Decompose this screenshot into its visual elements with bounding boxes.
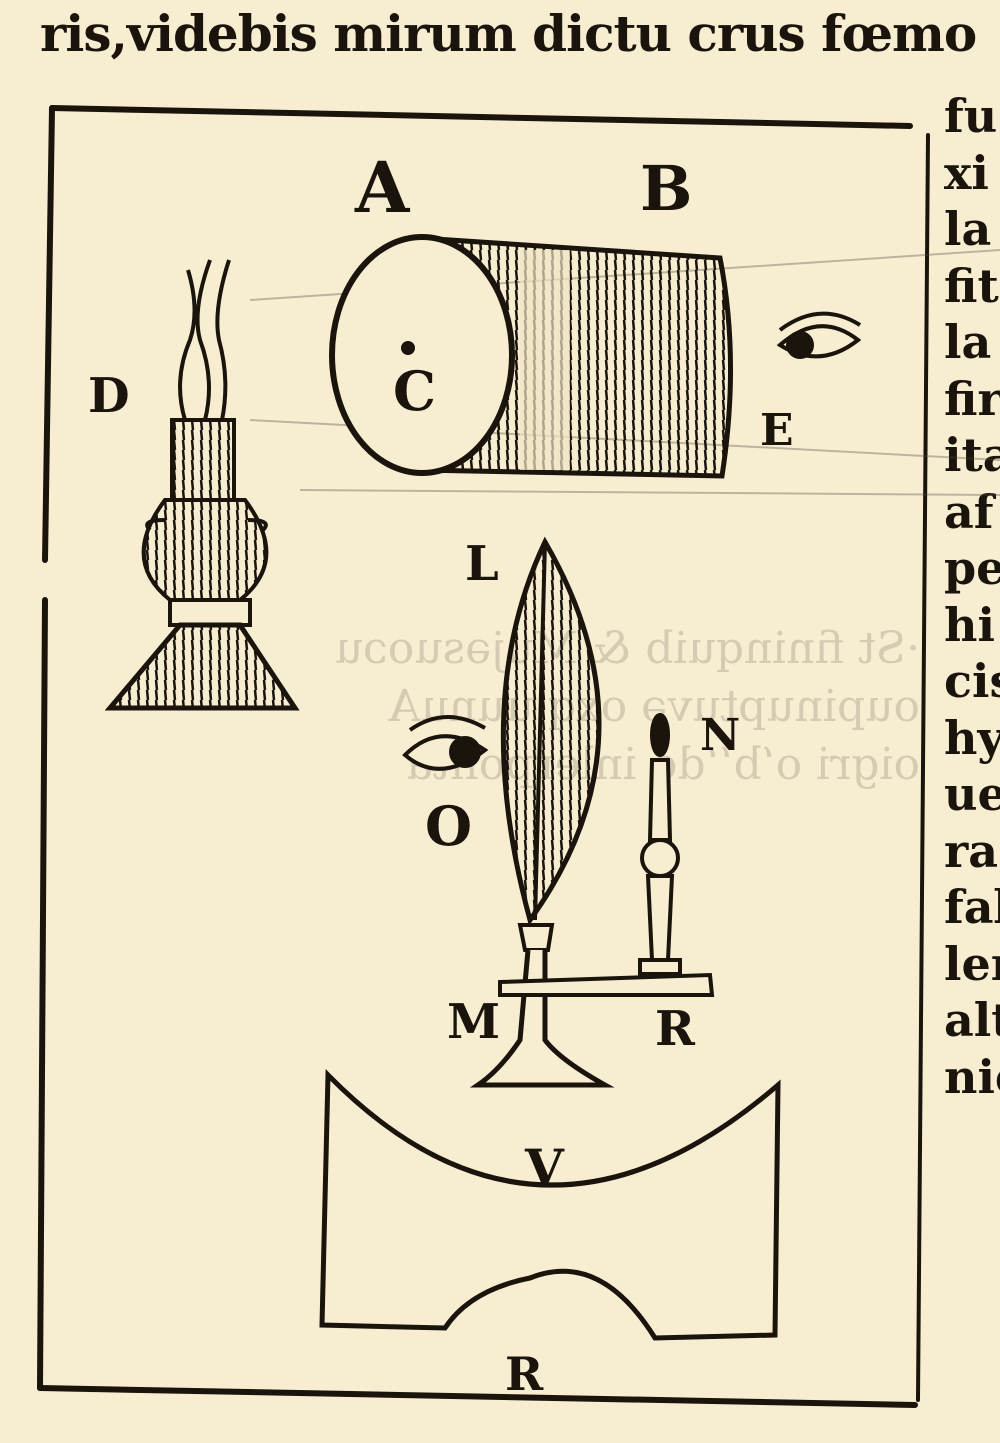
- text-fragment: ra: [944, 823, 999, 878]
- label-c: C: [393, 359, 436, 423]
- label-m: M: [447, 994, 500, 1050]
- text-fragment: fir: [944, 371, 1000, 426]
- biconvex-lens-on-stand: [469, 536, 715, 1088]
- label-b: B: [640, 152, 692, 225]
- text-fragment: cis: [944, 654, 1000, 708]
- text-fragment: fit: [944, 258, 999, 313]
- text-fragment: alt: [944, 993, 1000, 1047]
- label-r-bottom: R: [505, 1347, 544, 1401]
- text-fragment: xi: [944, 145, 989, 200]
- candle-stick: [638, 713, 682, 976]
- header-text-line: ris,videbis mirum dictu crus fœmo: [40, 4, 977, 63]
- text-fragment: la: [944, 315, 992, 369]
- concave-mirror-block: [319, 1069, 781, 1341]
- text-fragment: af: [944, 484, 994, 539]
- label-n: N: [700, 710, 740, 761]
- right-text-column: fu xi la fit la fir ita af pe hi cis hy …: [944, 88, 1000, 1105]
- text-fragment: hi: [944, 597, 995, 652]
- text-fragment: len: [944, 936, 1000, 991]
- figure-frame: [37, 105, 930, 1408]
- text-fragment: ita: [944, 428, 1000, 482]
- label-r-stand: R: [655, 1001, 696, 1057]
- eye-left-icon: [402, 715, 489, 771]
- text-fragment: nie: [944, 1049, 1000, 1104]
- label-e: E: [760, 405, 794, 456]
- text-fragment: pe: [944, 541, 1000, 595]
- text-fragment: fu: [944, 89, 998, 143]
- label-o: O: [425, 794, 472, 858]
- text-fragment: ue: [944, 767, 1000, 821]
- candle-lamp: [104, 259, 300, 711]
- label-v: V: [524, 1138, 565, 1197]
- text-fragment: hy: [944, 710, 1000, 765]
- label-d: D: [88, 368, 130, 424]
- cylinder-lens-tube: [329, 234, 734, 479]
- eye-right-icon: [776, 311, 862, 359]
- label-a: A: [354, 146, 411, 229]
- text-fragment: la: [944, 202, 992, 256]
- label-l: L: [465, 536, 499, 592]
- text-fragment: fab: [944, 880, 1000, 934]
